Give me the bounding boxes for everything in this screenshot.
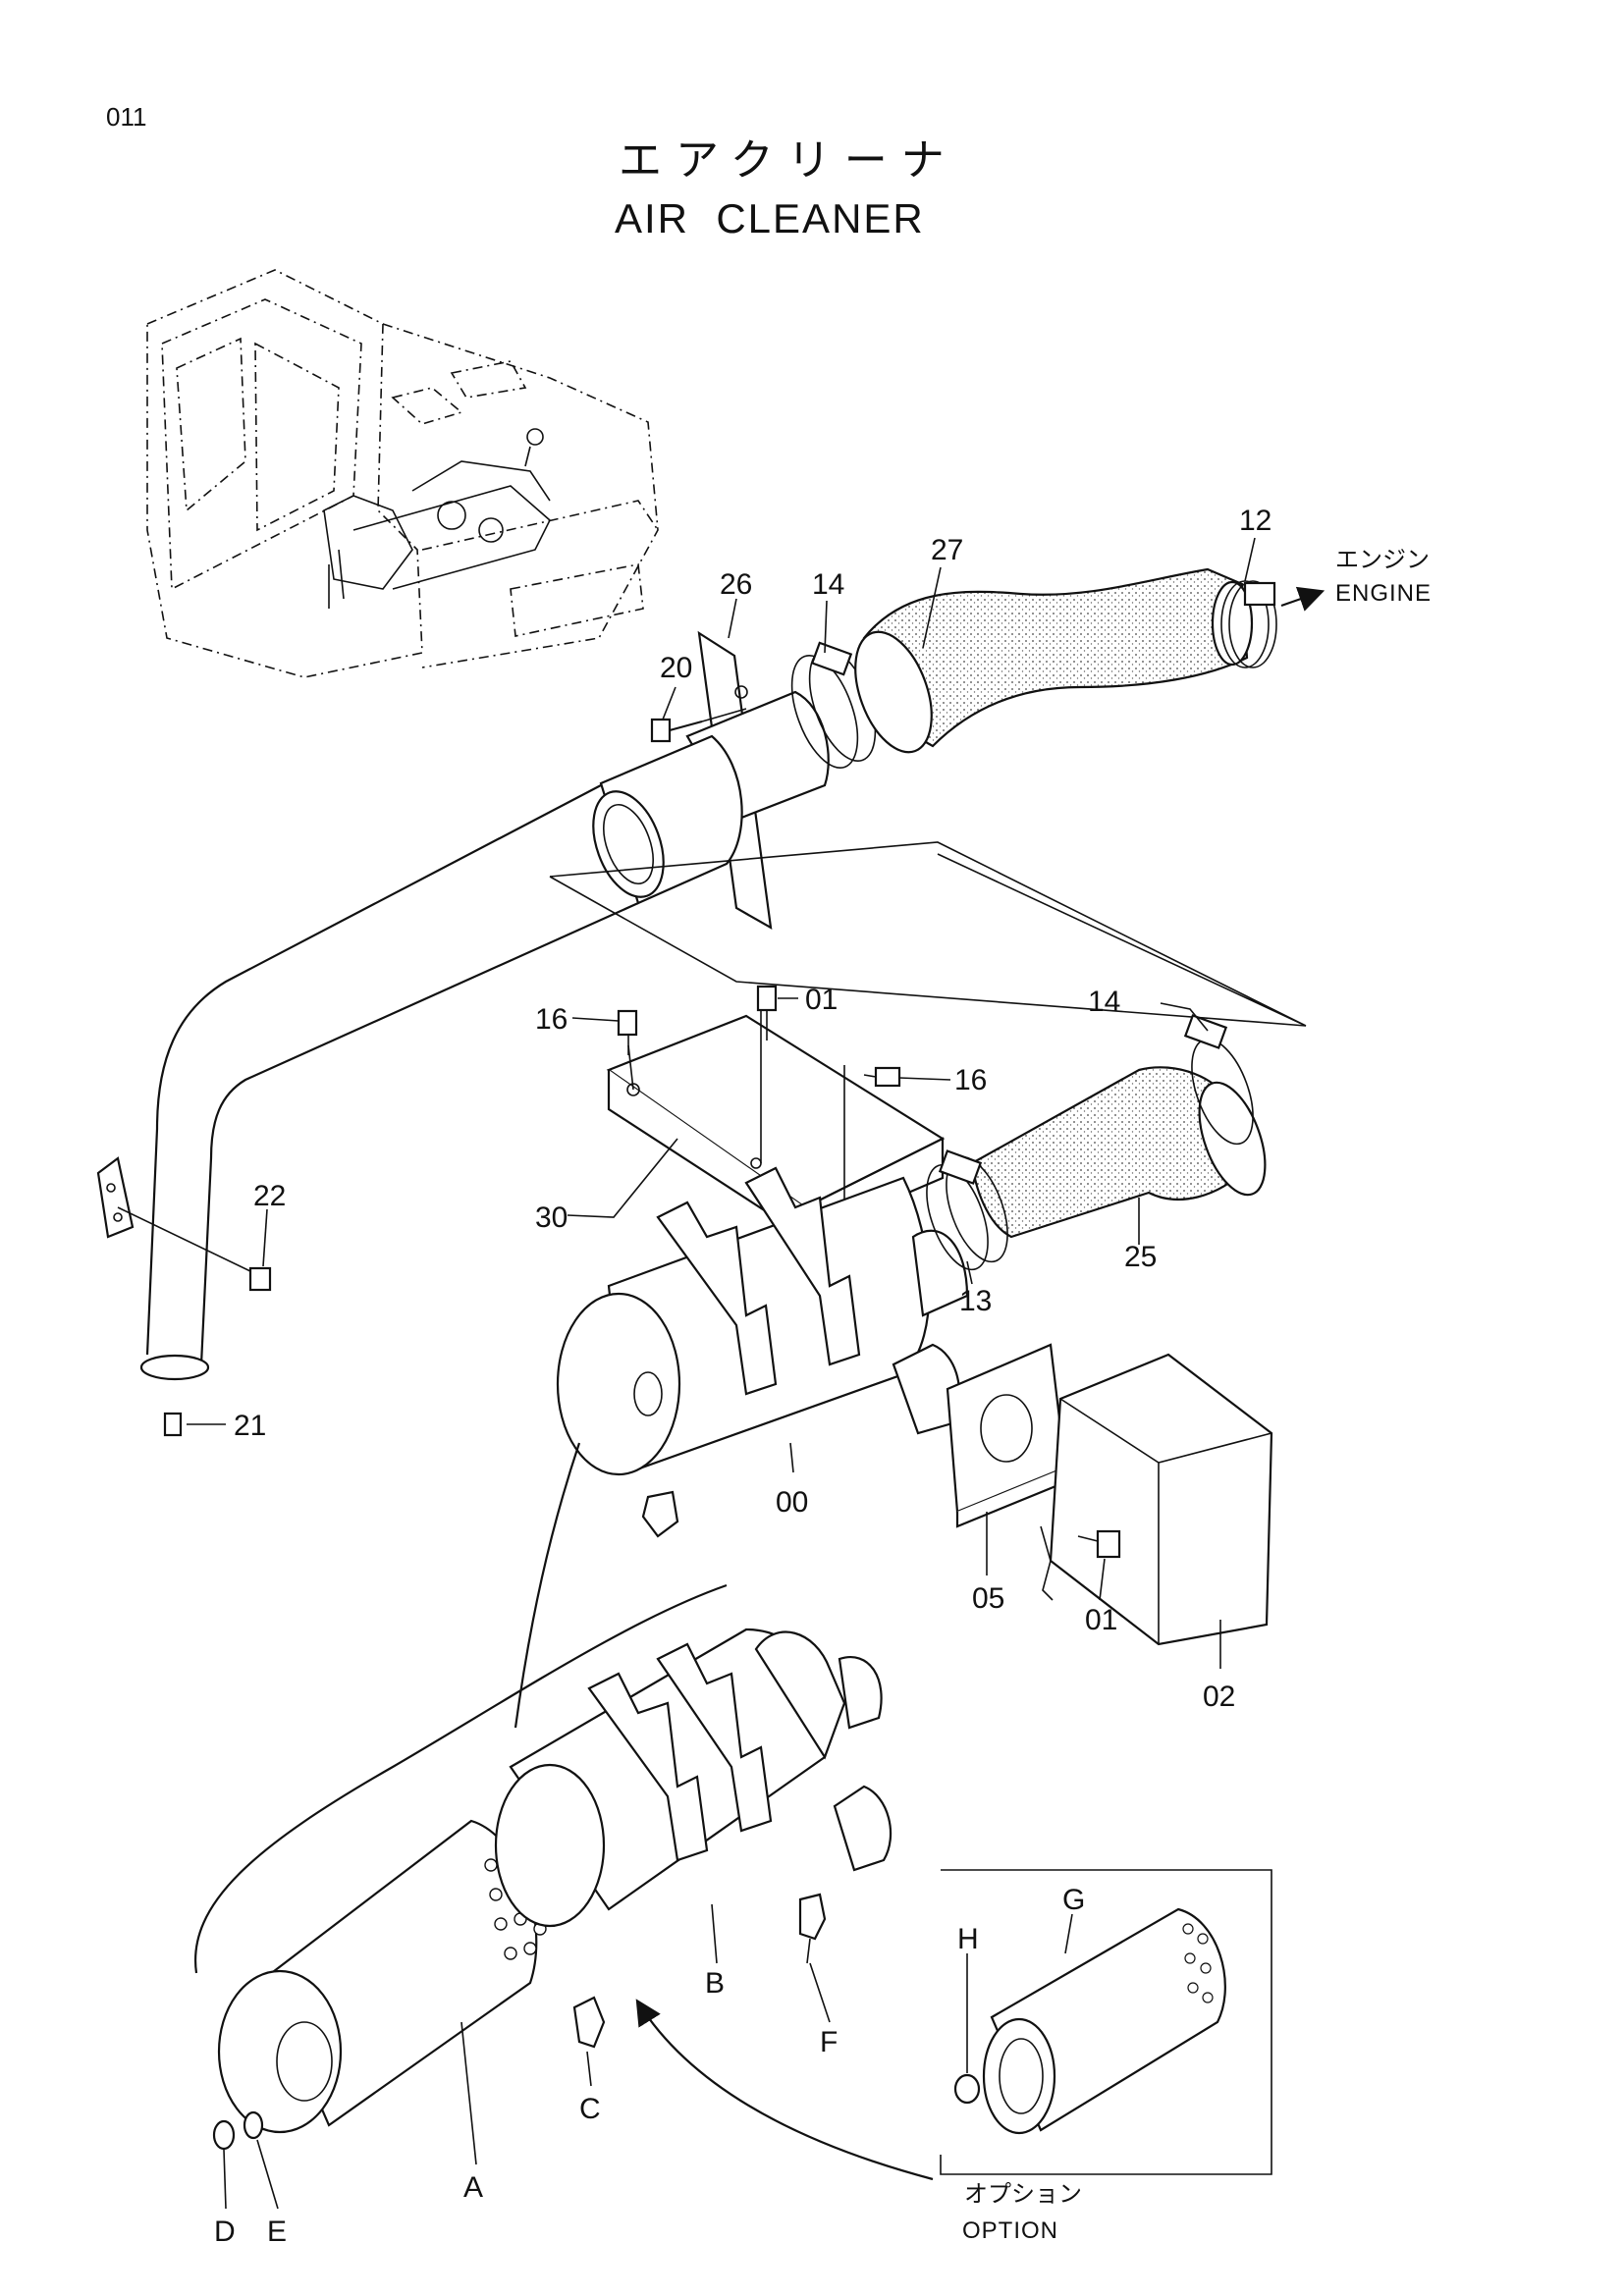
hose-27 [862, 567, 1249, 748]
callout-13: 13 [959, 1285, 992, 1317]
callout-F: F [820, 2026, 838, 2058]
callout-D: D [214, 2216, 236, 2248]
intake-pipe-long [96, 784, 639, 1437]
leader-lines [223, 537, 1256, 2210]
washer-E [243, 2110, 264, 2140]
title-japanese: エアクリーナ [619, 136, 958, 185]
bolt-16-left [617, 1009, 638, 1055]
destination-en: ENGINE [1335, 580, 1432, 607]
callout-21: 21 [234, 1410, 266, 1442]
title-english: AIR CLEANER [615, 195, 925, 241]
bolt-01-top [756, 985, 778, 1041]
option-label-jp: オプション [964, 2181, 1082, 2208]
housing-B [494, 1628, 893, 1928]
plug-H [953, 2073, 981, 2105]
plug-21 [163, 1412, 226, 1437]
callout-G: G [1062, 1884, 1085, 1916]
option-label-en: OPTION [962, 2217, 1058, 2244]
callout-16-right: 16 [954, 1064, 987, 1096]
exploded-view [193, 1583, 934, 2181]
callout-02: 02 [1203, 1681, 1235, 1713]
excavator-overview-illustration [146, 269, 659, 678]
callout-A: A [463, 2171, 483, 2204]
destination-jp: エンジン [1335, 547, 1430, 573]
callout-14-upper: 14 [812, 568, 844, 601]
air-cleaner-body-00 [514, 1166, 969, 1729]
callout-00: 00 [776, 1486, 808, 1519]
callout-27: 27 [931, 534, 963, 566]
drain-valve-C [572, 1996, 606, 2049]
callout-14-lower: 14 [1088, 986, 1120, 1018]
safety-element-G [982, 1907, 1226, 2135]
callout-16-left: 16 [535, 1003, 568, 1036]
callout-12: 12 [1239, 505, 1271, 537]
bolt-22 [117, 1206, 272, 1292]
callout-25: 25 [1124, 1241, 1157, 1273]
callout-E: E [267, 2216, 287, 2248]
callout-30: 30 [535, 1201, 568, 1234]
callout-B: B [705, 1967, 725, 2000]
hose-25-assembly [926, 1014, 1267, 1271]
bolt-01-cover [1077, 1529, 1121, 1559]
callout-H: H [957, 1923, 979, 1955]
bolt-20 [650, 718, 703, 743]
cover-02 [1040, 1353, 1273, 1646]
callout-22: 22 [253, 1180, 286, 1212]
callout-01-top: 01 [805, 984, 838, 1016]
pipe-bracket-22 [96, 1156, 135, 1239]
callout-26: 26 [720, 568, 752, 601]
bolt-16-right [863, 1066, 901, 1088]
callout-20: 20 [660, 652, 692, 684]
clamp-14-lower [1183, 1014, 1254, 1146]
callout-labels: 27 12 エンジン ENGINE 26 14 20 16 01 14 16 3… [214, 505, 1432, 2248]
callout-01-cover: 01 [1085, 1604, 1117, 1636]
intake-pipe-assembly [549, 567, 1325, 1027]
callout-C: C [579, 2093, 601, 2125]
page-number: 011 [106, 102, 146, 132]
wing-nut-D [212, 2119, 236, 2151]
option-box [940, 1869, 1272, 2175]
indicator-F [798, 1893, 827, 1964]
plate-05 [946, 1343, 1067, 1528]
callout-05: 05 [972, 1582, 1004, 1615]
clamp-13 [926, 1149, 1008, 1271]
